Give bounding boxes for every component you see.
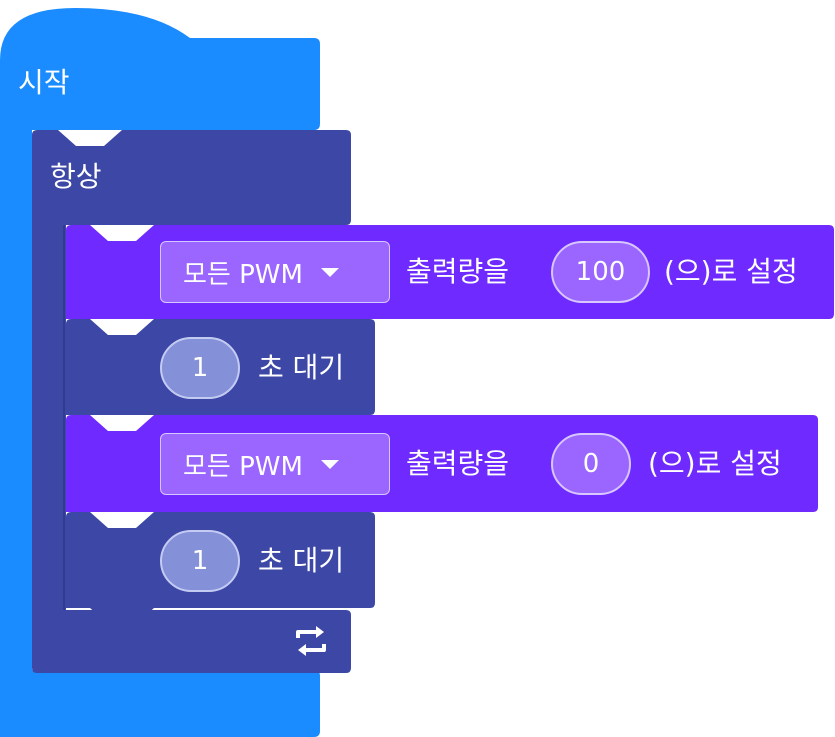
dropdown-arrow-icon bbox=[320, 459, 339, 469]
wait-value-input-2[interactable]: 1 bbox=[160, 530, 240, 592]
start-block[interactable] bbox=[0, 8, 320, 737]
forever-block[interactable] bbox=[32, 130, 351, 673]
dropdown-arrow-icon bbox=[320, 267, 339, 277]
pwm-value-input-1[interactable]: 100 bbox=[551, 241, 650, 303]
start-block-body bbox=[0, 128, 32, 674]
start-block-label: 시작 bbox=[18, 66, 70, 99]
pwm-prefix-1: 출력량을 bbox=[406, 255, 510, 288]
pwm-suffix-2: (으)로 설정 bbox=[648, 447, 782, 480]
pwm-dropdown-2-label: 모든 PWM bbox=[183, 451, 303, 482]
pwm-dropdown-1[interactable]: 모든 PWM bbox=[160, 241, 390, 303]
pwm-suffix-1: (으)로 설정 bbox=[664, 255, 798, 288]
wait-label-2: 초 대기 bbox=[258, 544, 345, 577]
pwm-dropdown-1-label: 모든 PWM bbox=[183, 259, 303, 290]
wait-value-input-1[interactable]: 1 bbox=[160, 337, 240, 399]
forever-block-label: 항상 bbox=[50, 160, 102, 193]
pwm-dropdown-2[interactable]: 모든 PWM bbox=[160, 433, 390, 495]
pwm-prefix-2: 출력량을 bbox=[406, 447, 510, 480]
pwm-value-input-2[interactable]: 0 bbox=[551, 433, 631, 495]
wait-label-1: 초 대기 bbox=[258, 351, 345, 384]
repeat-icon bbox=[296, 626, 326, 656]
